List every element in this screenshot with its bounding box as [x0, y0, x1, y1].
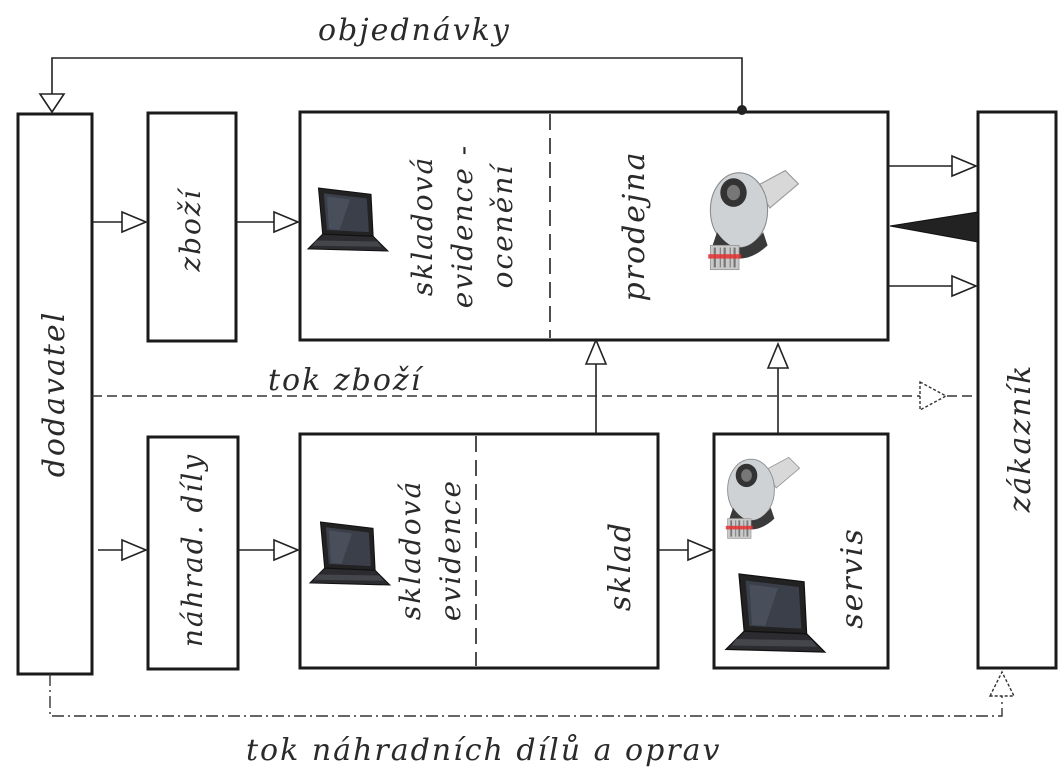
skladova-evidence-line-1: skladová [394, 480, 427, 620]
tok-zbozi-arrowhead [920, 382, 946, 410]
zakaznik-label: zákazník [1003, 364, 1038, 514]
tok-nahradnich-dilu-line [50, 674, 1002, 716]
prodejna-label: prodejna [617, 150, 652, 301]
objednavky-label: objednávky [318, 13, 511, 48]
tok-nahradnich-dilu-arrowhead [990, 672, 1014, 696]
nahrad-dily-label: náhrad. díly [176, 453, 209, 647]
skladova-evidence-oceneni-line-1: skladová [406, 156, 439, 296]
zbozi-label: zboží [174, 187, 207, 272]
objednavky-line [52, 58, 742, 110]
skladova-evidence-oceneni-line-2: evidence - [446, 144, 479, 308]
tok-nahradnich-dilu-label: tok náhradních dílů a oprav [246, 733, 721, 768]
skladova-evidence-line-2: evidence [434, 479, 467, 621]
sklad-label: sklad [603, 521, 638, 611]
dodavatel-label: dodavatel [37, 311, 72, 478]
servis-label: servis [835, 527, 870, 628]
objednavky-arrowhead [40, 94, 64, 112]
prodejna-block [300, 112, 888, 340]
objednavky-junction [737, 105, 747, 115]
skladova-evidence-oceneni-line-3: ocenění [486, 163, 519, 289]
tok-zbozi-label: tok zboží [268, 363, 424, 398]
